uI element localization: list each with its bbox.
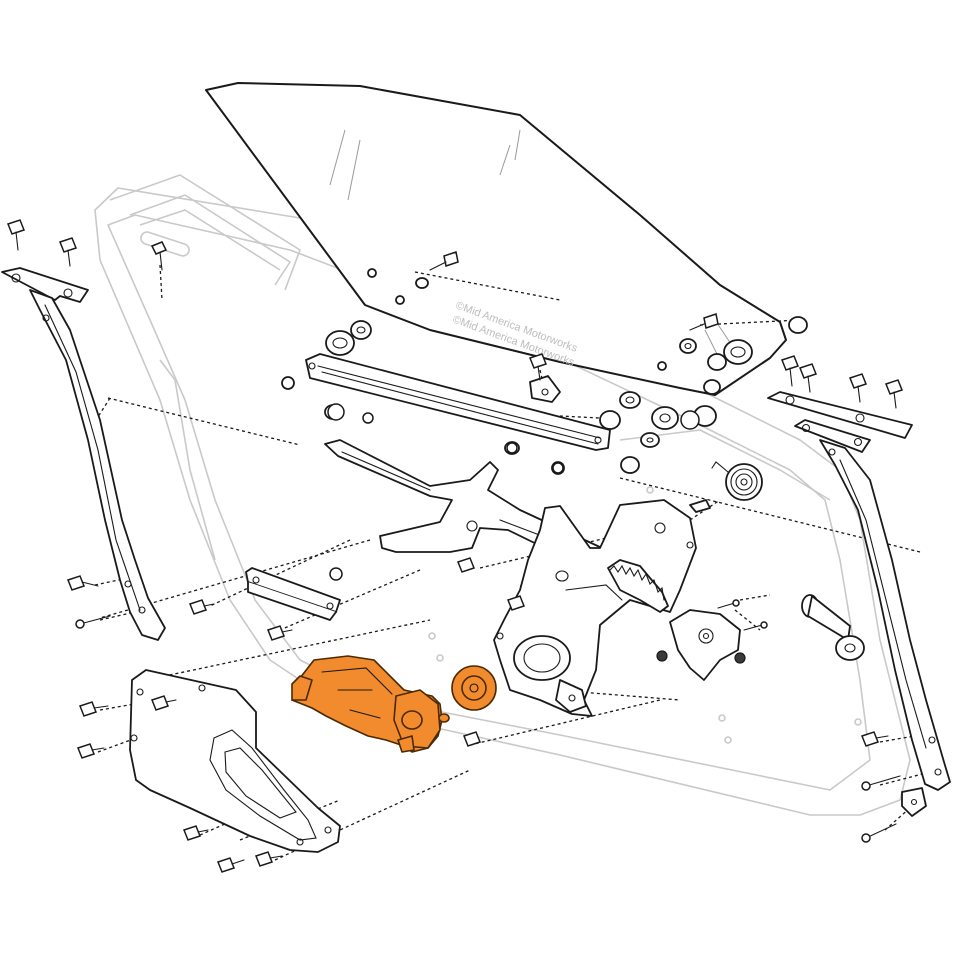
bolt <box>189 599 215 615</box>
window-motor <box>291 655 450 753</box>
bolt <box>689 313 719 331</box>
bolt <box>151 695 177 711</box>
regulator-sector-gear <box>607 559 669 613</box>
glass-lift-channel <box>305 353 611 451</box>
screw <box>75 615 111 629</box>
glass-stop-bumper <box>801 594 927 817</box>
nut <box>656 650 668 662</box>
bolt <box>457 557 475 573</box>
counterbalance-spring <box>689 461 763 513</box>
bolt <box>67 575 99 591</box>
fasteners <box>7 219 903 873</box>
nut <box>552 462 564 474</box>
bolt <box>255 851 283 867</box>
bolt <box>885 379 903 409</box>
nut <box>680 410 700 430</box>
bolt <box>150 241 168 271</box>
regulator-lower-bracket <box>245 567 341 621</box>
bolt <box>507 595 525 611</box>
motor-drive-gear <box>451 665 497 711</box>
screw <box>861 775 901 791</box>
nut <box>329 567 343 581</box>
bolt <box>529 353 547 381</box>
door-glass: ©Mid America Motorworks ©Mid America Mot… <box>205 82 787 396</box>
bolt <box>429 251 459 271</box>
bolt <box>77 743 105 759</box>
nut <box>734 652 746 664</box>
bolt <box>183 825 209 841</box>
bolt <box>267 625 293 641</box>
bolt <box>59 237 77 267</box>
regulator-cam-bracket <box>669 609 741 681</box>
front-glass-run-channel <box>1 267 166 641</box>
bolt <box>79 701 109 717</box>
bolt <box>799 363 817 393</box>
nut <box>506 442 518 454</box>
nut <box>327 403 345 421</box>
bolt <box>781 355 799 387</box>
window-regulator <box>324 439 697 717</box>
bolt <box>7 219 25 251</box>
bolt <box>849 373 867 403</box>
screw <box>717 599 740 609</box>
bolt <box>861 731 889 747</box>
access-cover-plate <box>129 669 341 853</box>
nut <box>362 412 374 424</box>
bolt <box>217 857 245 873</box>
rear-glass-run-channel <box>767 391 951 791</box>
screw <box>861 823 897 843</box>
bolt <box>463 731 481 747</box>
screw <box>743 621 768 631</box>
